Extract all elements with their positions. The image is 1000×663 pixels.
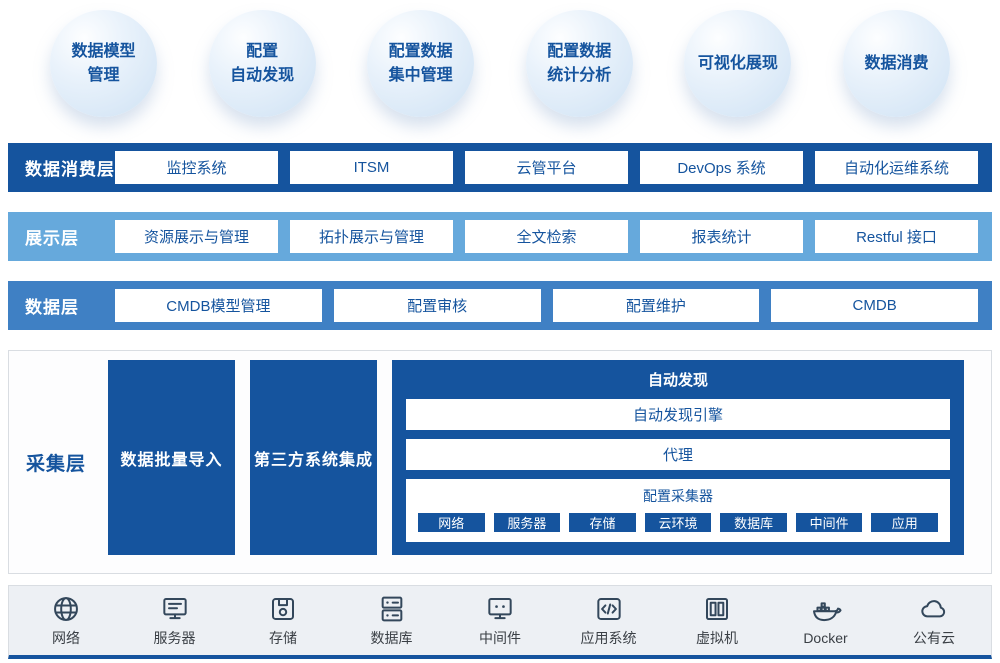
bubble-label: 配置 自动发现 bbox=[230, 43, 295, 84]
infra-item-storage: 存储 bbox=[252, 593, 314, 648]
middleware-icon bbox=[484, 593, 516, 625]
bubble-label: 配置数据 集中管理 bbox=[388, 43, 453, 84]
collector-storage: 存储 bbox=[569, 513, 636, 532]
bubble-label: 数据消费 bbox=[864, 54, 929, 72]
application-system-icon bbox=[593, 593, 625, 625]
bubble-data-consumption: 数据消费 bbox=[842, 10, 950, 117]
database-icon bbox=[376, 593, 408, 625]
layer-title: 展示层 bbox=[25, 229, 79, 248]
bubble-config-auto-discovery: 配置 自动发现 bbox=[208, 10, 316, 117]
storage-icon bbox=[267, 593, 299, 625]
layer-title: 采集层 bbox=[26, 453, 87, 475]
layer-items: 资源展示与管理 拓扑展示与管理 全文检索 报表统计 Restful 接口 bbox=[115, 220, 992, 253]
bubble-config-data-central-management: 配置数据 集中管理 bbox=[367, 10, 475, 117]
box-automated-ops-system: 自动化运维系统 bbox=[815, 151, 978, 184]
layer-items: CMDB模型管理 配置审核 配置维护 CMDB bbox=[115, 289, 992, 322]
box-devops-system: DevOps 系统 bbox=[640, 151, 803, 184]
infra-item-database: 数据库 bbox=[361, 593, 423, 648]
bubble-config-data-statistics: 配置数据 统计分析 bbox=[525, 10, 633, 117]
config-collector-panel: 配置采集器 网络 服务器 存储 云环境 数据库 中间件 应用 bbox=[406, 479, 950, 542]
collector-network: 网络 bbox=[418, 513, 485, 532]
public-cloud-icon bbox=[918, 593, 950, 625]
infra-label: 服务器 bbox=[153, 630, 196, 646]
server-icon bbox=[159, 593, 191, 625]
bubble-data-model-management: 数据模型 管理 bbox=[50, 10, 157, 117]
layer-display: 展示层 资源展示与管理 拓扑展示与管理 全文检索 报表统计 Restful 接口 bbox=[8, 212, 992, 261]
layer-title: 数据层 bbox=[25, 298, 79, 317]
collector-middleware: 中间件 bbox=[795, 513, 863, 532]
collector-database: 数据库 bbox=[720, 513, 787, 532]
bubble-visualization: 可视化展现 bbox=[684, 10, 792, 117]
box-itsm: ITSM bbox=[290, 151, 453, 184]
feature-bubbles: 数据模型 管理 配置 自动发现 配置数据 集中管理 配置数据 统计分析 可视化展… bbox=[0, 10, 1000, 117]
infra-label: 中间件 bbox=[479, 630, 521, 646]
vm-icon bbox=[701, 593, 733, 625]
box-cloud-management-platform: 云管平台 bbox=[465, 151, 628, 184]
box-monitoring-system: 监控系统 bbox=[115, 151, 278, 184]
docker-icon bbox=[810, 595, 842, 627]
infra-label: 应用系统 bbox=[580, 630, 637, 646]
layer-title: 数据消费层 bbox=[25, 160, 115, 179]
bubble-label: 数据模型 管理 bbox=[71, 43, 136, 84]
config-collector-title: 配置采集器 bbox=[643, 488, 713, 504]
collector-items: 网络 服务器 存储 云环境 数据库 中间件 应用 bbox=[418, 513, 939, 532]
box-topology-display-management: 拓扑展示与管理 bbox=[290, 220, 453, 253]
box-resource-display-management: 资源展示与管理 bbox=[115, 220, 278, 253]
layer-data: 数据层 CMDB模型管理 配置审核 配置维护 CMDB bbox=[8, 281, 992, 330]
infra-label: 虚拟机 bbox=[696, 630, 738, 646]
infra-label: Docker bbox=[803, 630, 848, 646]
block-third-party-integration: 第三方系统集成 bbox=[250, 360, 377, 555]
collector-cloud-env: 云环境 bbox=[644, 513, 712, 532]
box-fulltext-search: 全文检索 bbox=[465, 220, 628, 253]
infra-item-application-system: 应用系统 bbox=[578, 593, 640, 648]
layer-collection: 采集层 数据批量导入 第三方系统集成 自动发现 自动发现引擎 代理 配置采集器 … bbox=[8, 350, 992, 574]
infra-item-vm: 虚拟机 bbox=[686, 593, 748, 648]
box-config-audit: 配置审核 bbox=[333, 289, 541, 322]
infra-label: 存储 bbox=[269, 630, 297, 646]
collector-application: 应用 bbox=[871, 513, 939, 532]
row-agent: 代理 bbox=[406, 439, 950, 470]
infra-item-middleware: 中间件 bbox=[469, 593, 531, 648]
infra-item-public-cloud: 公有云 bbox=[903, 593, 965, 648]
infra-item-network: 网络 bbox=[35, 593, 97, 648]
infra-item-docker: Docker bbox=[795, 595, 857, 646]
collector-server: 服务器 bbox=[493, 513, 561, 532]
box-cmdb-model-management: CMDB模型管理 bbox=[115, 289, 322, 322]
infra-label: 数据库 bbox=[370, 630, 413, 646]
infra-label: 公有云 bbox=[913, 630, 955, 646]
box-cmdb: CMDB bbox=[771, 289, 978, 322]
box-config-maintenance: 配置维护 bbox=[552, 289, 760, 322]
infrastructure-bar: 网络 服务器 存储 数据库 中间件 bbox=[8, 585, 992, 659]
bubble-label: 可视化展现 bbox=[697, 54, 778, 72]
box-report-statistics: 报表统计 bbox=[640, 220, 803, 253]
infra-label: 网络 bbox=[52, 630, 80, 646]
block-batch-data-import: 数据批量导入 bbox=[108, 360, 235, 555]
auto-discovery-title: 自动发现 bbox=[647, 372, 708, 389]
collection-body: 数据批量导入 第三方系统集成 自动发现 自动发现引擎 代理 配置采集器 网络 服… bbox=[108, 351, 991, 573]
network-icon bbox=[50, 593, 82, 625]
auto-discovery-panel: 自动发现 自动发现引擎 代理 配置采集器 网络 服务器 存储 云环境 数据库 中… bbox=[392, 360, 964, 555]
box-restful-api: Restful 接口 bbox=[815, 220, 978, 253]
row-auto-discovery-engine: 自动发现引擎 bbox=[406, 399, 950, 430]
layer-items: 监控系统 ITSM 云管平台 DevOps 系统 自动化运维系统 bbox=[115, 151, 992, 184]
bubble-label: 配置数据 统计分析 bbox=[547, 43, 612, 84]
layer-data-consumption: 数据消费层 监控系统 ITSM 云管平台 DevOps 系统 自动化运维系统 bbox=[8, 143, 992, 192]
infra-item-server: 服务器 bbox=[144, 593, 206, 648]
